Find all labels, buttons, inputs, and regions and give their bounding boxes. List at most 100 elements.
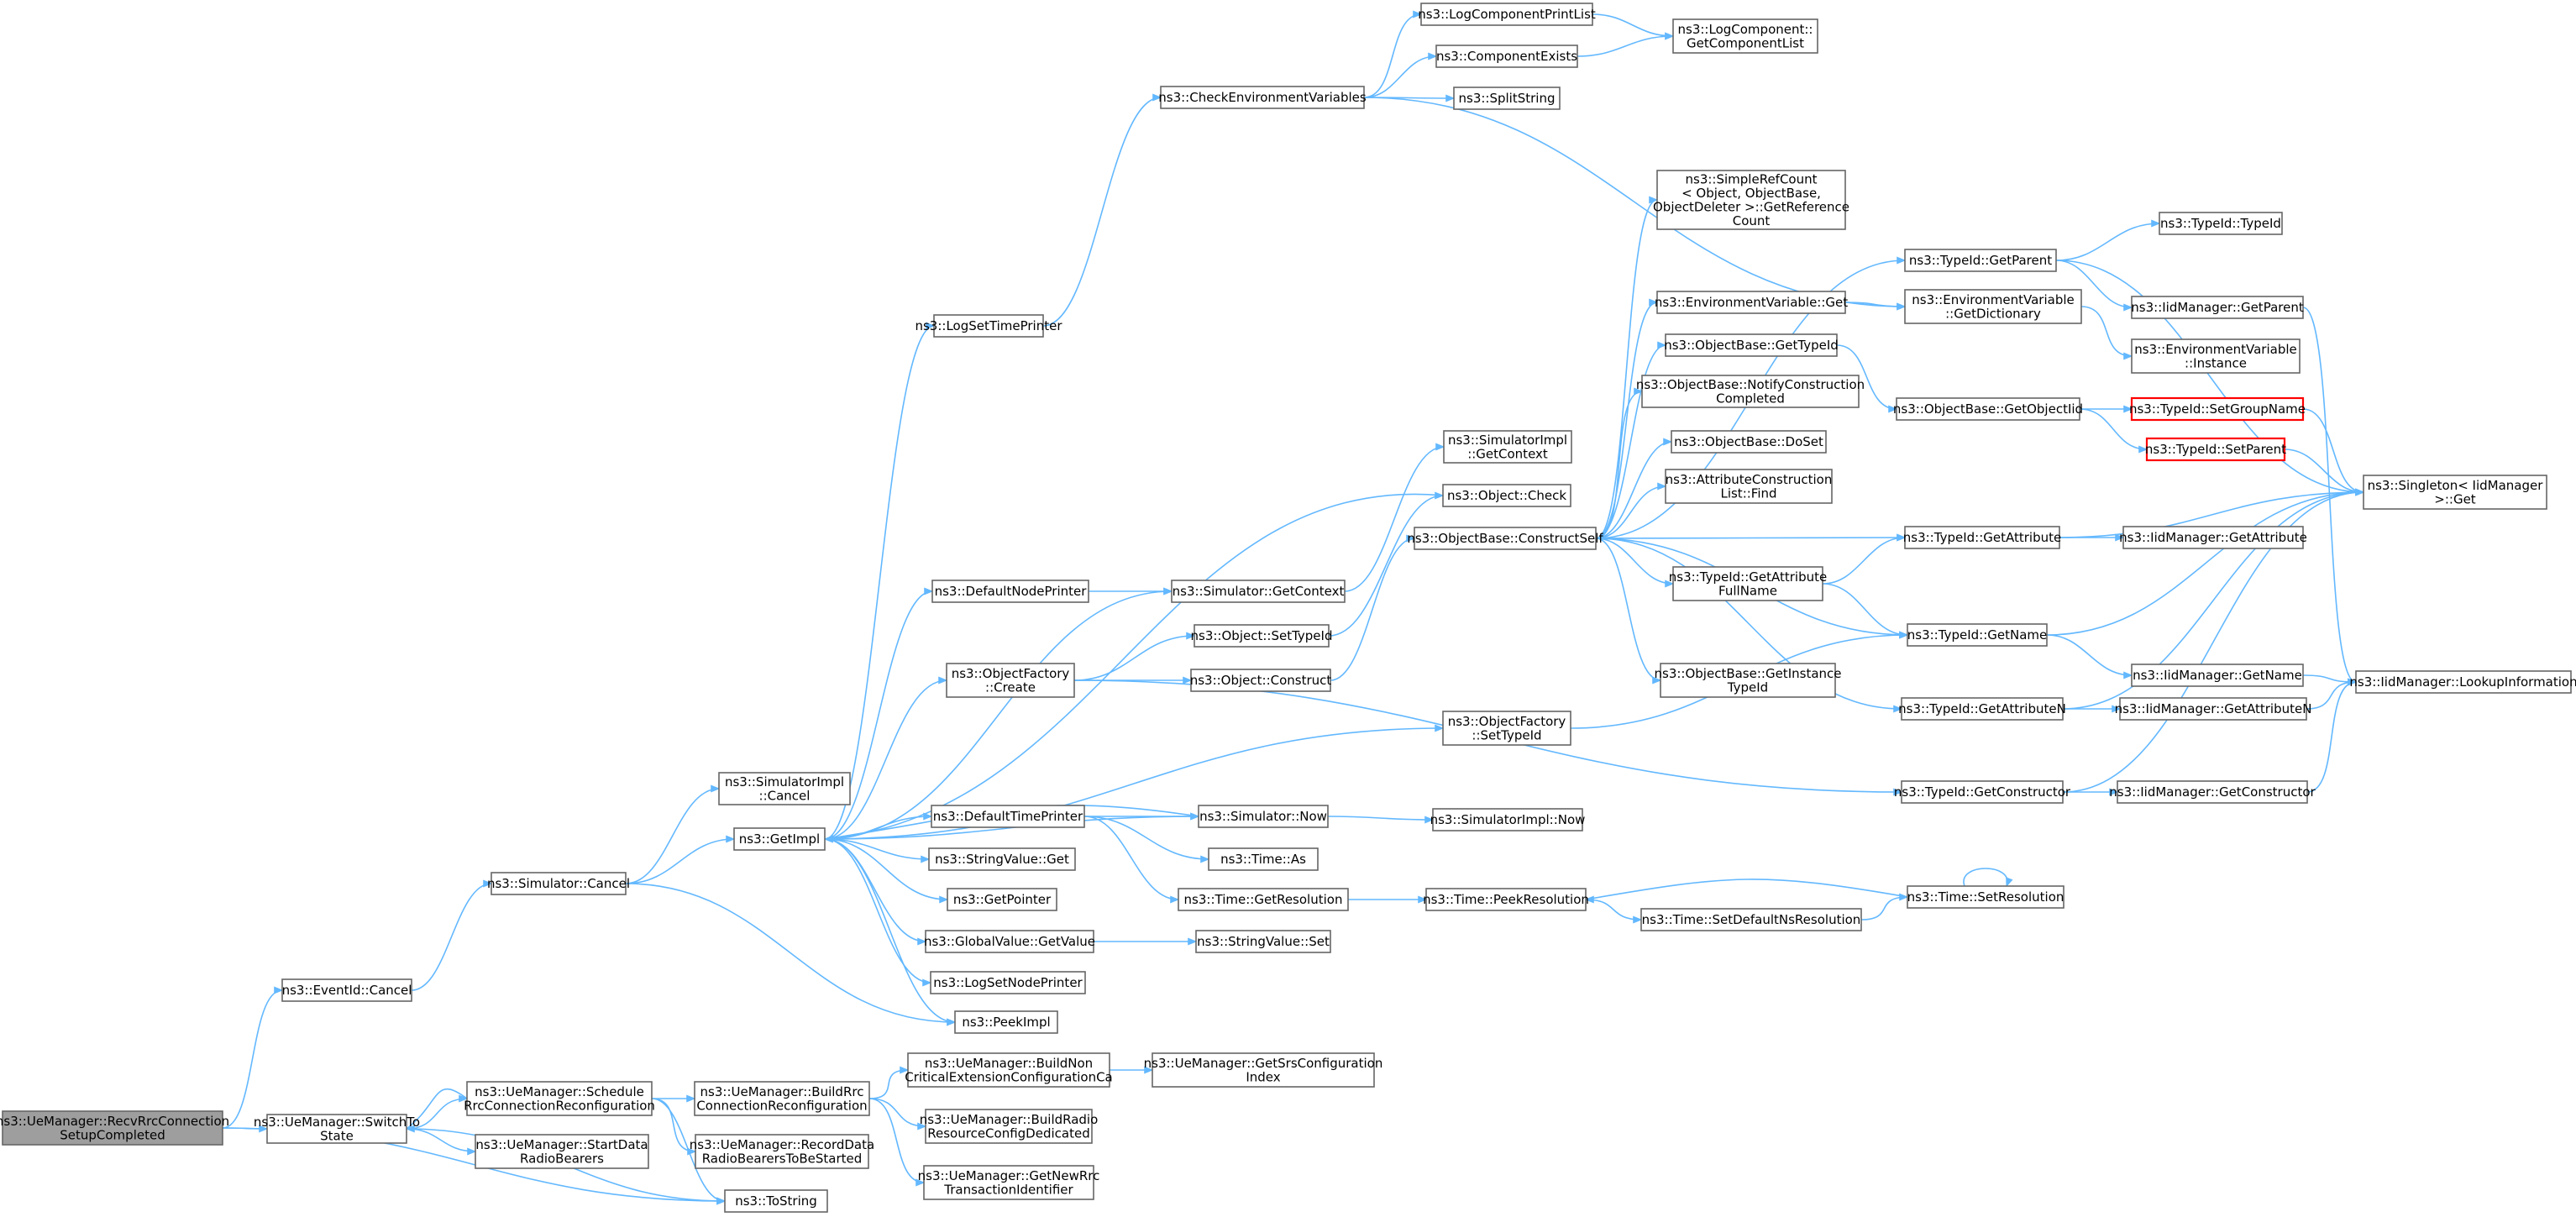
node-obj_check[interactable]: ns3::Object::Check xyxy=(1442,484,1571,507)
node-label: ns3::UeManager::BuildRadio xyxy=(920,1112,1099,1127)
node-defaulttimeprinter[interactable]: ns3::DefaultTimePrinter xyxy=(931,805,1085,828)
edge-arrowhead xyxy=(823,835,833,843)
node-typeid_getattribute[interactable]: ns3::TypeId::GetAttribute xyxy=(1903,526,2061,549)
node-checkenv[interactable]: ns3::CheckEnvironmentVariables xyxy=(1158,86,1367,109)
edge-arrowhead xyxy=(1657,482,1667,490)
node-simimpl_now[interactable]: ns3::SimulatorImpl::Now xyxy=(1430,808,1586,831)
edge-line xyxy=(824,325,935,840)
node-label: ns3::ComponentExists xyxy=(1436,49,1577,64)
node-time_getresolution[interactable]: ns3::Time::GetResolution xyxy=(1178,888,1349,911)
node-sim_now[interactable]: ns3::Simulator::Now xyxy=(1198,805,1329,828)
node-stringvalue_set[interactable]: ns3::StringValue::Set xyxy=(1195,930,1331,953)
node-typeid_setparent[interactable]: ns3::TypeId::SetParent xyxy=(2145,437,2286,462)
edge-line xyxy=(406,1128,476,1152)
node-schedulerrc[interactable]: ns3::UeManager::ScheduleRrcConnectionRec… xyxy=(464,1081,655,1116)
node-tostring[interactable]: ns3::ToString xyxy=(724,1189,828,1213)
node-logsettimeprinter[interactable]: ns3::LogSetTimePrinter xyxy=(915,314,1062,338)
edge-line xyxy=(2062,491,2364,710)
node-time_setresolution[interactable]: ns3::Time::SetResolution xyxy=(1907,885,2064,909)
node-iid_getconstructor[interactable]: ns3::IidManager::GetConstructor xyxy=(2109,780,2316,804)
edge-arrowhead xyxy=(1652,676,1662,685)
edge-line xyxy=(222,989,283,1129)
node-stringvalue_get[interactable]: ns3::StringValue::Get xyxy=(928,847,1076,871)
node-recv[interactable]: ns3::UeManager::RecvRrcConnectionSetupCo… xyxy=(0,1110,229,1146)
node-label: ns3::TypeId::GetParent xyxy=(1909,253,2052,268)
node-getnewrrc[interactable]: ns3::UeManager::GetNewRrcTransactionIden… xyxy=(918,1165,1100,1200)
node-splitstring[interactable]: ns3::SplitString xyxy=(1453,87,1561,110)
node-sim_cancel[interactable]: ns3::Simulator::Cancel xyxy=(487,872,630,895)
node-logcompprintlist[interactable]: ns3::LogComponentPrintList xyxy=(1418,3,1596,26)
edge-line xyxy=(1592,13,1674,37)
node-singleton_get[interactable]: ns3::Singleton< IidManager>::Get xyxy=(2363,475,2547,510)
node-objbase_getobjectiid[interactable]: ns3::ObjectBase::GetObjectIid xyxy=(1893,397,2083,421)
node-logcomp_getlist[interactable]: ns3::LogComponent::GetComponentList xyxy=(1672,18,1818,54)
node-iid_getparent[interactable]: ns3::IidManager::GetParent xyxy=(2131,296,2304,319)
node-obj_construct[interactable]: ns3::Object::Construct xyxy=(1190,669,1332,692)
node-eventid_cancel[interactable]: ns3::EventId::Cancel xyxy=(281,978,412,1002)
node-constructself[interactable]: ns3::ObjectBase::ConstructSelf xyxy=(1407,527,1603,550)
node-label: ns3::UeManager::BuildNon xyxy=(925,1056,1093,1071)
node-iid_lookup[interactable]: ns3::IidManager::LookupInformation xyxy=(2349,670,2576,694)
node-time_as[interactable]: ns3::Time::As xyxy=(1208,847,1319,871)
node-typeid_typeid[interactable]: ns3::TypeId::TypeId xyxy=(2159,212,2283,235)
node-box xyxy=(1442,711,1571,746)
node-getimpl[interactable]: ns3::GetImpl xyxy=(733,827,826,851)
node-typeid_getattributen[interactable]: ns3::TypeId::GetAttributeN xyxy=(1898,697,2066,721)
node-box xyxy=(2131,664,2304,687)
edge-buildrrc-to-buildradioresource xyxy=(868,1098,927,1130)
node-objbase_gettypeid[interactable]: ns3::ObjectBase::GetTypeId xyxy=(1664,333,1839,357)
node-label: List::Find xyxy=(1720,485,1776,501)
edge-arrowhead xyxy=(1152,93,1162,102)
node-typeid_setgroupname[interactable]: ns3::TypeId::SetGroupName xyxy=(2129,396,2306,422)
edge-schedulerrc-to-tostring xyxy=(651,1098,727,1205)
edge-arrowhead xyxy=(1893,705,1903,713)
edge-sim_cancel-to-simimpl_cancel xyxy=(625,784,721,884)
node-simplerefcount[interactable]: ns3::SimpleRefCount< Object, ObjectBase,… xyxy=(1653,170,1849,230)
node-simimpl_getcontext[interactable]: ns3::SimulatorImpl::GetContext xyxy=(1443,430,1572,464)
edge-arrowhead xyxy=(1424,816,1435,824)
node-objfactory_settypeid[interactable]: ns3::ObjectFactory::SetTypeId xyxy=(1442,711,1571,746)
node-box xyxy=(724,1189,828,1213)
node-envvar_get[interactable]: ns3::EnvironmentVariable::Get xyxy=(1655,291,1848,314)
node-simimpl_cancel[interactable]: ns3::SimulatorImpl::Cancel xyxy=(718,772,851,805)
edge-arrowhead xyxy=(2123,671,2133,679)
node-buildnoncritical[interactable]: ns3::UeManager::BuildNonCriticalExtensio… xyxy=(905,1052,1113,1088)
node-getpointer[interactable]: ns3::GetPointer xyxy=(947,888,1057,911)
node-recorddatarb[interactable]: ns3::UeManager::RecordDataRadioBearersTo… xyxy=(690,1134,874,1169)
edge-arrowhead xyxy=(2115,533,2125,542)
node-envvar_instance[interactable]: ns3::EnvironmentVariable::Instance xyxy=(2131,338,2301,374)
node-iid_getattributen[interactable]: ns3::IidManager::GetAttributeN xyxy=(2115,697,2312,721)
node-defaultnodeprinter[interactable]: ns3::DefaultNodePrinter xyxy=(931,580,1089,603)
node-objfactory_create[interactable]: ns3::ObjectFactory::Create xyxy=(946,663,1075,698)
node-box xyxy=(1152,1052,1375,1088)
node-envvar_getdict[interactable]: ns3::EnvironmentVariable::GetDictionary xyxy=(1904,289,2082,324)
node-objbase_notify[interactable]: ns3::ObjectBase::NotifyConstructionCompl… xyxy=(1636,375,1865,408)
node-typeid_getname[interactable]: ns3::TypeId::GetName xyxy=(1907,623,2048,647)
edge-getimpl-to-globalvalue_getvalue xyxy=(824,838,927,946)
node-obj_settypeid[interactable]: ns3::Object::SetTypeId xyxy=(1191,624,1333,648)
node-objbase_doset[interactable]: ns3::ObjectBase::DoSet xyxy=(1671,430,1827,454)
node-typeid_getconstructor[interactable]: ns3::TypeId::GetConstructor xyxy=(1894,780,2071,804)
edge-arrowhead xyxy=(1649,196,1659,204)
node-peekimpl[interactable]: ns3::PeekImpl xyxy=(954,1010,1058,1034)
node-buildradioresource[interactable]: ns3::UeManager::BuildRadioResourceConfig… xyxy=(920,1109,1099,1144)
node-iid_getname[interactable]: ns3::IidManager::GetName xyxy=(2131,664,2304,687)
edge-arrowhead xyxy=(2109,788,2119,796)
node-logsetnodeprinter[interactable]: ns3::LogSetNodePrinter xyxy=(930,971,1086,994)
node-sim_getcontext[interactable]: ns3::Simulator::GetContext xyxy=(1171,580,1346,603)
edge-line xyxy=(824,679,947,840)
node-label: ns3::Time::SetDefaultNsResolution xyxy=(1642,912,1861,927)
node-typeid_getparent[interactable]: ns3::TypeId::GetParent xyxy=(1904,249,2057,272)
node-compexists[interactable]: ns3::ComponentExists xyxy=(1435,45,1578,68)
node-iid_getattribute[interactable]: ns3::IidManager::GetAttribute xyxy=(2119,526,2307,549)
node-buildrrc[interactable]: ns3::UeManager::BuildRrcConnectionReconf… xyxy=(694,1081,870,1116)
node-time_setdefaultns[interactable]: ns3::Time::SetDefaultNsResolution xyxy=(1640,908,1862,931)
node-time_peekresolution[interactable]: ns3::Time::PeekResolution xyxy=(1423,888,1589,911)
node-globalvalue_getvalue[interactable]: ns3::GlobalValue::GetValue xyxy=(924,930,1095,953)
